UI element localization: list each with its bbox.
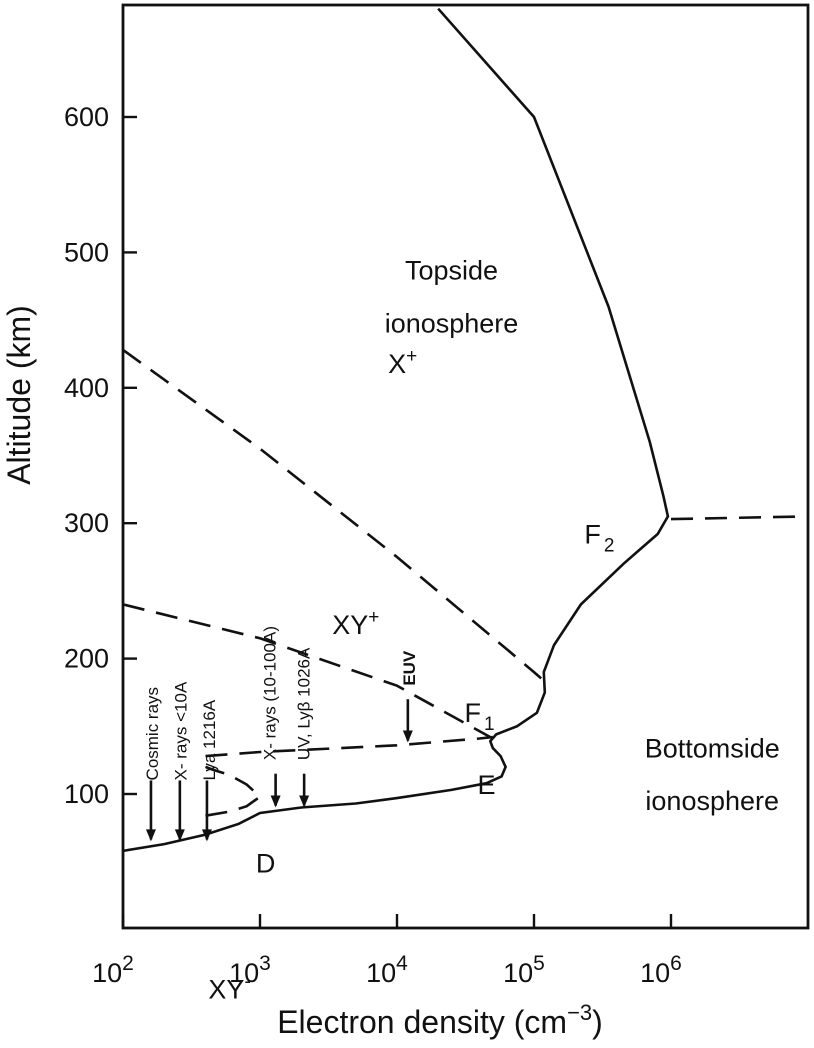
dashed-boundary-2 (205, 735, 493, 758)
x-tick-label: 104 (366, 952, 408, 988)
dashed-boundary-1 (205, 765, 263, 817)
radiation-source-label: X- rays (10-100A) (261, 626, 280, 760)
radiation-source-label: EUV (400, 650, 419, 686)
region-label: ionosphere (385, 308, 519, 338)
y-tick-label: 100 (64, 779, 109, 809)
region-label: ionosphere (645, 786, 779, 816)
x-axis-title: Electron density (cm−3) (277, 1000, 603, 1040)
y-tick-label: 600 (64, 102, 109, 132)
plot-frame (121, 3, 810, 930)
radiation-arrowhead (201, 829, 212, 842)
ion-label: XY- (208, 971, 250, 1004)
ion-label: X+ (388, 346, 417, 379)
region-label: Topside (405, 255, 498, 285)
x-tick-label: 102 (92, 952, 134, 988)
layer-label: E (477, 770, 495, 800)
series-group (123, 7, 808, 853)
radiation-arrowhead (174, 829, 185, 842)
region-label: Bottomside (645, 733, 780, 763)
radiation-arrowhead (145, 829, 156, 842)
density-profile-curve (123, 7, 670, 853)
dashed-boundary-5 (670, 515, 808, 521)
radiation-arrowhead (299, 795, 310, 808)
radiation-source-label: UV, Lyβ 1026A (295, 647, 314, 760)
x-tick-label: 105 (503, 952, 545, 988)
dashed-boundary-4 (123, 348, 546, 683)
y-tick-label: 500 (64, 237, 109, 267)
layer-label: D (256, 849, 276, 879)
dashed-boundary-3 (123, 603, 494, 740)
radiation-arrowhead (402, 730, 413, 743)
x-tick-label: 106 (640, 952, 682, 988)
radiation-arrowhead (270, 795, 281, 808)
y-tick-label: 200 (64, 644, 109, 674)
y-axis-title: Altitude (km) (1, 305, 37, 485)
radiation-source-label: X- rays <10A (171, 681, 190, 780)
y-tick-label: 300 (64, 508, 109, 538)
x-tick-label: 103 (229, 952, 271, 988)
radiation-source-label: Lya 1216A (200, 699, 219, 780)
radiation-source-label: Cosmic rays (143, 687, 162, 781)
ion-label: XY+ (332, 607, 379, 640)
y-tick-label: 400 (64, 373, 109, 403)
